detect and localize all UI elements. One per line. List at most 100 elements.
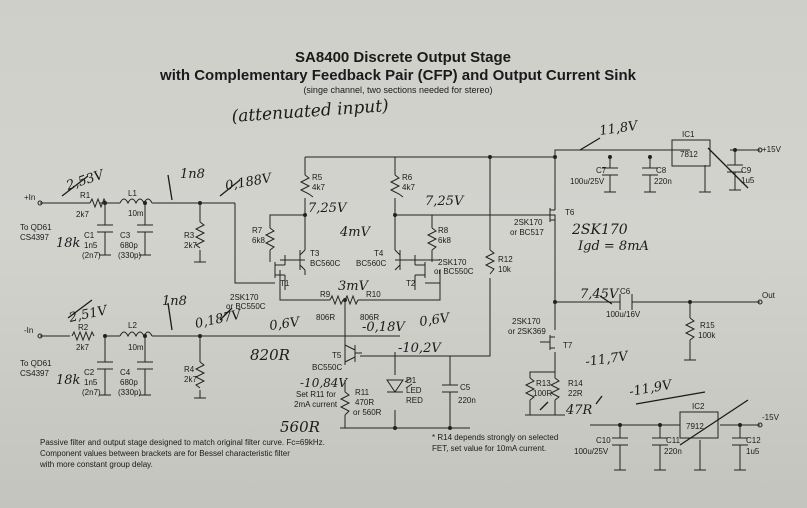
label-parts-r3: R3 [184, 231, 195, 240]
resistor-r5-icon [299, 174, 314, 198]
label-parts-c2b: (2n7) [82, 388, 101, 397]
label-parts-ic2: IC2 [692, 402, 705, 411]
handwritten-attenuated: (attenuated input) [231, 96, 389, 127]
label-handwritten-v-r10: -0,18V [362, 320, 406, 335]
label-parts-t7s: or 2SK369 [508, 327, 546, 336]
label-parts-l2v: 10m [128, 343, 144, 352]
label-parts-r2v: 2k7 [76, 343, 89, 352]
label-handwritten-v-top-base: 0,188V [224, 171, 274, 194]
label-parts-r11v: 470R [355, 398, 374, 407]
label-parts-r10: R10 [366, 290, 381, 299]
label-handwritten-v-r5: 7,25V [308, 201, 348, 216]
qd61-top-2: CS4397 [20, 233, 49, 242]
label-parts-r4v: 2k7 [184, 375, 197, 384]
label-parts-c8: C8 [656, 166, 667, 175]
note-passive-1: Passive filter and output stage designed… [40, 438, 325, 447]
label-parts-c6: C6 [620, 287, 631, 296]
label-parts-l1: L1 [128, 189, 137, 198]
label-parts-d1v1: LED [406, 386, 422, 395]
resistor-r8-icon [426, 227, 438, 251]
label-parts-c4b: (330p) [118, 388, 141, 397]
port-in-neg: -In [24, 326, 33, 335]
resistor-r3-icon [194, 221, 206, 249]
label-parts-c12: C12 [746, 436, 761, 445]
label-parts-t6: T6 [565, 208, 575, 217]
resistor-r10-icon [344, 294, 360, 306]
label-parts-r9: R9 [320, 290, 331, 299]
label-parts-r5v: 4k7 [312, 183, 325, 192]
label-parts-r13: R13 [536, 379, 551, 388]
title-line-2: with Complementary Feedback Pair (CFP) a… [159, 67, 637, 84]
qd61-bot-2: CS4397 [20, 369, 49, 378]
label-parts-t2p: 2SK170 [438, 258, 467, 267]
transistor-t7-icon [540, 335, 555, 350]
label-parts-r15v: 100k [698, 331, 716, 340]
label-handwritten-v-out: 7,45V [580, 287, 620, 302]
resistor-r11-icon [339, 391, 351, 416]
label-parts-r15: R15 [700, 321, 715, 330]
label-handwritten-r9-val: 820R [250, 346, 290, 364]
label-parts-c11: C11 [666, 436, 681, 445]
label-parts-r10v: 806R [360, 313, 379, 322]
transistor-t3-icon [290, 245, 306, 275]
label-parts-d1v2: RED [406, 396, 423, 405]
ground-icon [99, 189, 746, 471]
label-handwritten-v-bot-base: 0,187V [194, 307, 244, 332]
label-parts-r11: R11 [355, 388, 370, 397]
transistor-t5-icon [344, 344, 362, 363]
label-parts-t6s: or BC517 [510, 228, 544, 237]
label-parts-r4: R4 [184, 365, 195, 374]
label-parts-r3v: 2k7 [184, 241, 197, 250]
label-parts-t6p: 2SK170 [514, 218, 543, 227]
label-handwritten-v-diff: 4mV [339, 225, 372, 240]
label-handwritten-c3-top: 1n8 [180, 167, 205, 182]
label-parts-c9: C9 [741, 166, 752, 175]
label-handwritten-t6-idss: Igd = 8mA [577, 239, 649, 254]
label-parts-t7p: 2SK170 [512, 317, 541, 326]
label-parts-t3: T3 [310, 249, 320, 258]
label-handwritten-v-supply-pos: 11,8V [598, 119, 640, 139]
label-parts-c10: C10 [596, 436, 611, 445]
label-parts-t2: T2 [406, 279, 416, 288]
label-parts-r12v: 10k [498, 265, 512, 274]
label-parts-r14v: 22R [568, 389, 583, 398]
label-parts-r11n1: Set R11 for [296, 390, 336, 399]
component-symbols [37, 139, 763, 471]
label-parts-c9v: 1u5 [741, 176, 755, 185]
label-parts-c10v: 100u/25V [574, 447, 609, 456]
label-parts-c7: C7 [596, 166, 607, 175]
label-parts-c6v: 100u/16V [606, 310, 641, 319]
label-parts-c7v: 100u/25V [570, 177, 605, 186]
label-parts-t3v: BC560C [310, 259, 340, 268]
label-parts-t7: T7 [563, 341, 573, 350]
label-handwritten-v-r9r10: 3mV [338, 279, 370, 294]
label-parts-c5v: 220n [458, 396, 476, 405]
label-parts-t5v: BC550C [312, 363, 342, 372]
label-parts-d1: D1 [406, 376, 417, 385]
label-parts-c1: C1 [84, 231, 95, 240]
resistor-r7-icon [264, 227, 276, 251]
label-parts-r11s: or 560R [353, 408, 382, 417]
qd61-bot-1: To QD61 [20, 359, 52, 368]
transistor-t2-icon [414, 255, 440, 290]
label-parts-t1p: 2SK170 [230, 293, 259, 302]
label-parts-ic1: IC1 [682, 130, 695, 139]
label-parts-r7v: 6k8 [252, 236, 265, 245]
note-r14-2: FET, set value for 10mA current. [432, 444, 546, 453]
label-parts-t1: T1 [280, 279, 290, 288]
capacitor-c5-icon [442, 384, 458, 400]
label-parts-r1: R1 [80, 191, 91, 200]
label-handwritten-t6-part: 2SK170 [571, 222, 628, 238]
label-parts-r1v: 2k7 [76, 210, 89, 219]
transistor-t4-icon [394, 249, 410, 271]
label-handwritten-r11-val: 560R [280, 418, 320, 436]
label-handwritten-v-t7: -11,7V [584, 349, 630, 370]
note-passive-3: with more constant group delay. [39, 460, 153, 469]
label-parts-c1v: 1n5 [84, 241, 98, 250]
inductor-l1-icon [119, 198, 153, 205]
label-parts-r8: R8 [438, 226, 449, 235]
label-parts-r6v: 4k7 [402, 183, 415, 192]
label-handwritten-v-t5e: -10,84V [300, 376, 348, 390]
